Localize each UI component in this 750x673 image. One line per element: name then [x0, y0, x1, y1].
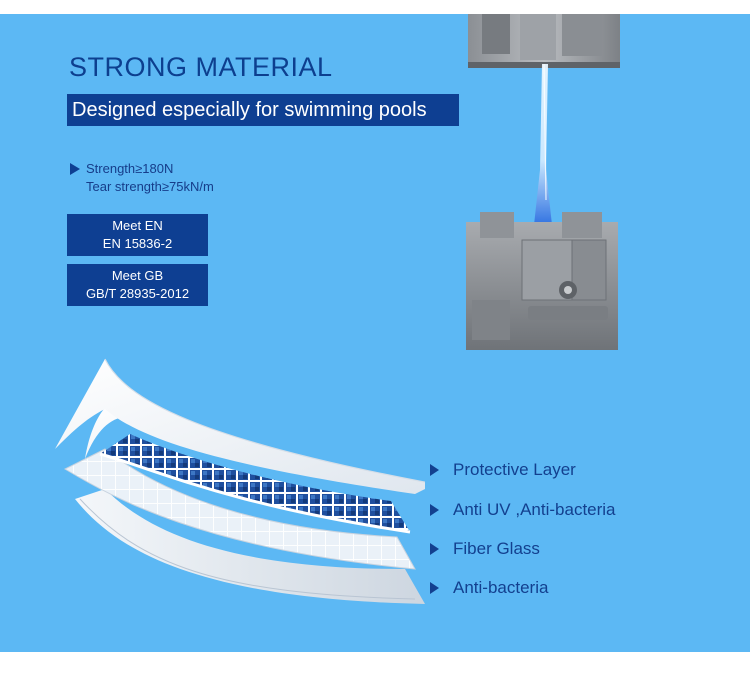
membrane-layers-illustration — [55, 358, 425, 604]
standard-badge-gb: Meet GB GB/T 28935-2012 — [67, 264, 208, 306]
triangle-right-icon — [430, 504, 439, 516]
legend-item-anti-uv: Anti UV ,Anti-bacteria — [430, 500, 616, 520]
triangle-right-icon — [430, 464, 439, 476]
standard-badge-label: Meet EN — [112, 218, 163, 233]
standard-badge-en: Meet EN EN 15836-2 — [67, 214, 208, 256]
triangle-right-icon — [430, 582, 439, 594]
spec-strength-text: Strength≥180N — [86, 161, 174, 176]
standard-badge-label: Meet GB — [111, 268, 164, 283]
legend-item-label: Anti UV ,Anti-bacteria — [453, 500, 616, 519]
legend-item-label: Fiber Glass — [453, 539, 540, 558]
legend-item-protective-layer: Protective Layer — [430, 460, 576, 480]
legend-item-anti-bacteria: Anti-bacteria — [430, 578, 548, 598]
legend-item-label: Anti-bacteria — [453, 578, 549, 597]
spec-list: Strength≥180N Tear strength≥75kN/m — [70, 160, 214, 196]
standard-badge-code: EN 15836-2 — [102, 236, 173, 251]
spec-item-strength: Strength≥180N — [70, 160, 214, 178]
spec-item-tear-strength: Tear strength≥75kN/m — [70, 178, 214, 196]
page-title: STRONG MATERIAL — [69, 52, 333, 82]
legend-item-fiber-glass: Fiber Glass — [430, 539, 540, 559]
spec-tear-strength-text: Tear strength≥75kN/m — [86, 179, 214, 194]
subtitle-banner: Designed especially for swimming pools — [67, 94, 459, 126]
standard-badge-code: GB/T 28935-2012 — [85, 286, 190, 301]
product-banner: STRONG MATERIAL Designed especially for … — [0, 14, 750, 652]
triangle-right-icon — [430, 543, 439, 555]
triangle-right-icon — [70, 163, 80, 175]
legend-item-label: Protective Layer — [453, 460, 576, 479]
tensile-test-photo — [466, 14, 620, 350]
